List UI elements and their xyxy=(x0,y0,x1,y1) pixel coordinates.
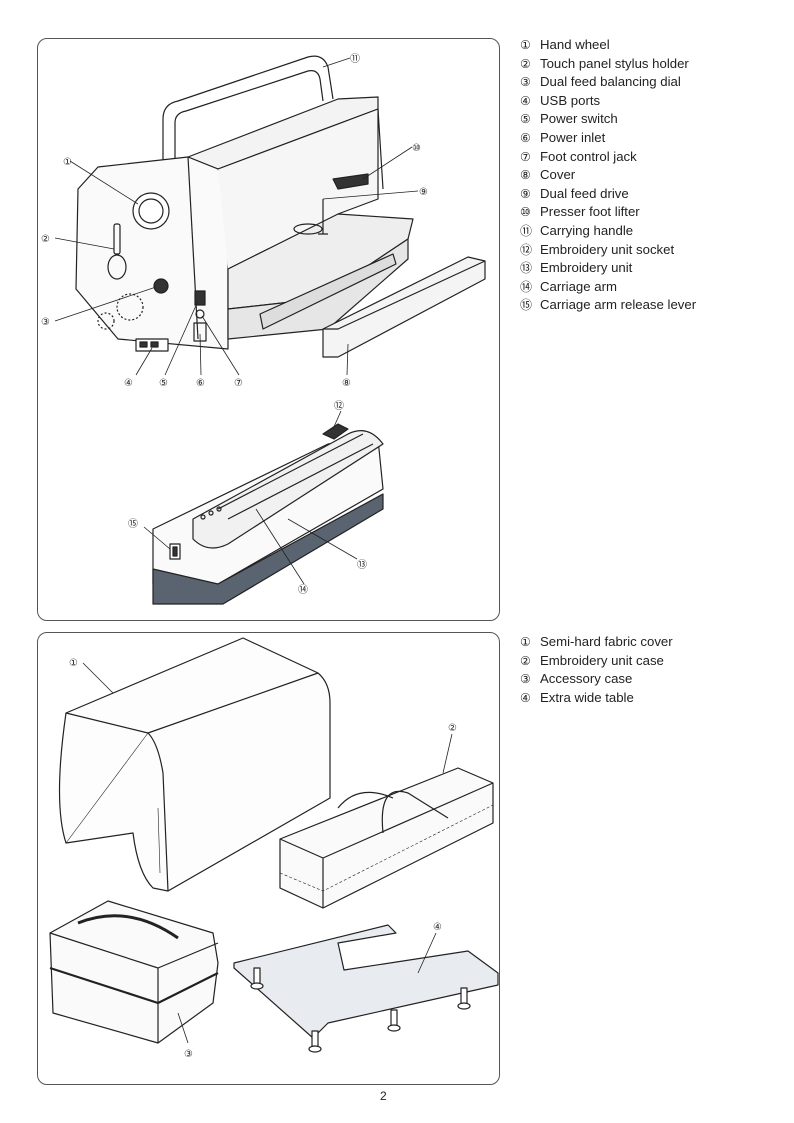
callout-10: ⑩ xyxy=(412,143,421,154)
callout-13: ⑬ xyxy=(357,559,367,571)
machine-illustration-panel: ① ② ③ ④ ⑤ ⑥ ⑦ ⑧ ⑨ ⑩ ⑪ ⑫ ⑬ ⑭ ⑮ xyxy=(37,38,500,621)
callout-3: ③ xyxy=(184,1049,193,1060)
callout-4: ④ xyxy=(433,922,442,933)
callout-12: ⑫ xyxy=(334,400,344,412)
accessories-illustration-panel: ① ② ③ ④ xyxy=(37,632,500,1085)
callout-2: ② xyxy=(41,234,50,245)
callout-14: ⑭ xyxy=(298,584,308,596)
callout-9: ⑨ xyxy=(419,187,428,198)
callout-5: ⑤ xyxy=(159,378,168,389)
callout-6: ⑥ xyxy=(196,378,205,389)
callout-15: ⑮ xyxy=(128,518,138,530)
callouts-top: ① ② ③ ④ ⑤ ⑥ ⑦ ⑧ ⑨ ⑩ ⑪ ⑫ ⑬ ⑭ ⑮ xyxy=(41,53,428,596)
sewing-machine-drawing: ① ② ③ ④ ⑤ ⑥ ⑦ ⑧ ⑨ ⑩ ⑪ ⑫ ⑬ ⑭ ⑮ xyxy=(41,53,486,605)
page-number: 2 xyxy=(380,1089,387,1103)
callout-1: ① xyxy=(63,157,72,168)
accessories-drawing: ① ② ③ ④ xyxy=(49,637,499,1060)
callout-7: ⑦ xyxy=(234,378,243,389)
callout-2: ② xyxy=(448,723,457,734)
callout-4: ④ xyxy=(124,378,133,389)
callout-3: ③ xyxy=(41,317,50,328)
callout-11: ⑪ xyxy=(350,53,360,65)
callouts-bottom: ① ② ③ ④ xyxy=(69,658,457,1060)
callout-8: ⑧ xyxy=(342,378,351,389)
callout-1: ① xyxy=(69,658,78,669)
